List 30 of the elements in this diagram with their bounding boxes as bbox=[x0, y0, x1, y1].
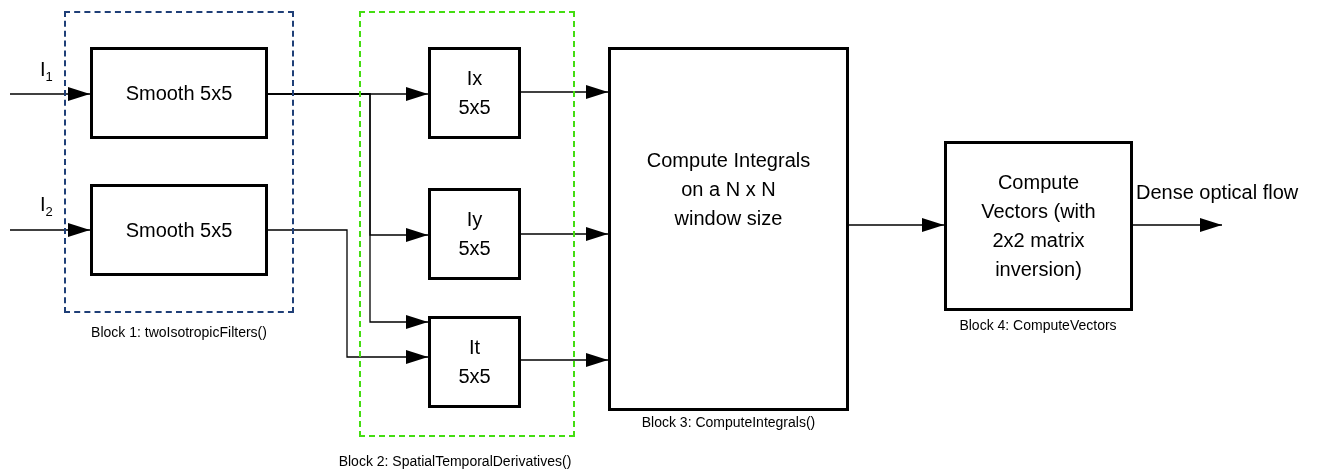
block-caption: Block 1: twoIsotropicFilters() bbox=[90, 324, 268, 340]
process-box bbox=[428, 47, 521, 139]
process-box bbox=[608, 47, 849, 411]
box-label: Smooth 5x5 bbox=[125, 80, 233, 106]
box-label: Compute Integrals on a N x N window size bbox=[645, 147, 812, 231]
block-caption: Block 3: ComputeIntegrals() bbox=[640, 414, 817, 430]
box-label: It 5x5 bbox=[457, 335, 492, 389]
arrow bbox=[267, 229, 429, 364]
arrow bbox=[520, 85, 609, 99]
process-box bbox=[90, 47, 268, 139]
dashed-group-box bbox=[64, 11, 294, 313]
dashed-group-box bbox=[359, 11, 575, 437]
box-label: Iy 5x5 bbox=[457, 207, 492, 261]
block-caption: Block 2: SpatialTemporalDerivatives() bbox=[337, 453, 573, 469]
process-box bbox=[90, 184, 268, 276]
block-caption: Block 4: ComputeVectors bbox=[958, 317, 1118, 333]
process-box bbox=[944, 141, 1133, 311]
arrow bbox=[9, 223, 91, 237]
arrow bbox=[1132, 218, 1223, 232]
edge-label: Dense optical flow bbox=[1136, 181, 1299, 203]
arrow bbox=[267, 93, 429, 329]
box-label: Ix 5x5 bbox=[457, 66, 492, 120]
process-box bbox=[428, 188, 521, 280]
arrow bbox=[9, 87, 91, 101]
arrow bbox=[520, 227, 609, 241]
box-label: Smooth 5x5 bbox=[125, 217, 233, 243]
arrow bbox=[848, 218, 945, 232]
process-box bbox=[428, 316, 521, 408]
arrow bbox=[520, 353, 609, 367]
box-label: Compute Vectors (with 2x2 matrix inversion) bbox=[980, 170, 1097, 282]
